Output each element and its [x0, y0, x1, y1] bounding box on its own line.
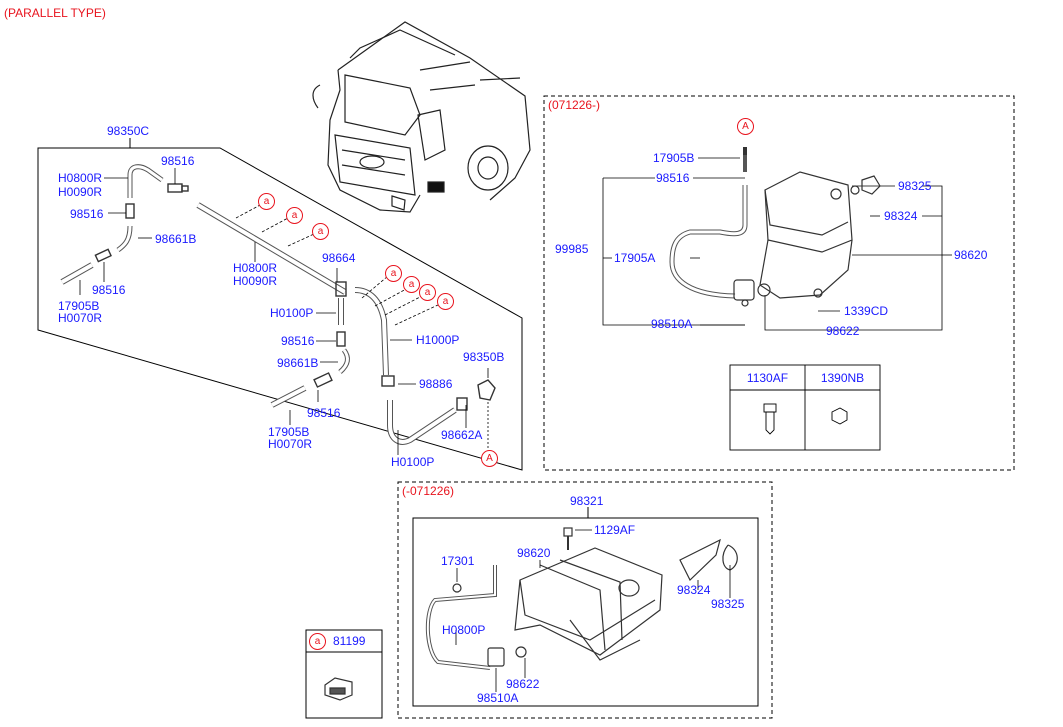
- page-title: (PARALLEL TYPE): [4, 6, 106, 20]
- part-label: H0090R: [58, 185, 103, 199]
- part-label: 98321: [570, 494, 604, 508]
- part-label: 98516: [92, 283, 126, 297]
- period-label: (071226-): [548, 98, 601, 112]
- part-label: 98622: [826, 324, 860, 338]
- part-label: 17301: [441, 554, 475, 568]
- part-label: H0090R: [233, 274, 278, 288]
- part-label: 98325: [898, 179, 932, 193]
- part-label: H0800P: [442, 623, 486, 637]
- bus-illustration: [312, 21, 531, 213]
- part-label: 17905B: [58, 299, 100, 313]
- fastener-table: [729, 364, 881, 451]
- part-label: 98516: [656, 171, 690, 185]
- callout-marker: a: [312, 223, 329, 240]
- callout-marker: a: [403, 276, 420, 293]
- table-header: 1130AF: [746, 371, 789, 385]
- clip-frame: [305, 629, 383, 719]
- bottom-leaders: [455, 529, 731, 692]
- part-label: 98350B: [463, 350, 505, 364]
- part-label: 98516: [70, 207, 104, 221]
- part-label-left-ref: 98350C: [107, 124, 150, 138]
- part-label: 98661B: [277, 356, 319, 370]
- part-label: H0100P: [391, 455, 435, 469]
- part-label: H1000P: [416, 333, 460, 347]
- callout-marker: a: [258, 193, 275, 210]
- part-label: 98661B: [155, 232, 197, 246]
- callout-marker: A: [481, 450, 498, 467]
- part-label: H0070R: [58, 311, 103, 325]
- part-label: 1339CD: [844, 304, 889, 318]
- part-label: 98516: [161, 154, 195, 168]
- part-label: 98620: [954, 248, 988, 262]
- part-label: 98620: [517, 546, 551, 560]
- reservoir-new: [669, 147, 881, 307]
- part-label: 98664: [322, 251, 356, 265]
- right-group-lines: [602, 157, 952, 331]
- part-label: H0800R: [58, 171, 103, 185]
- period-label: (-071226): [402, 484, 455, 498]
- part-label: 98324: [677, 583, 711, 597]
- reservoir-old: [425, 527, 738, 670]
- part-label: 98516: [307, 406, 341, 420]
- part-label: H0100P: [270, 306, 314, 320]
- table-header: 1390NB: [820, 371, 865, 385]
- part-label: 17905A: [614, 251, 656, 265]
- part-label: 98510A: [477, 691, 519, 705]
- callout-marker: a: [309, 633, 326, 650]
- right-group-frame: [543, 95, 1015, 471]
- part-label: 98516: [281, 334, 315, 348]
- part-label: 17905B: [268, 425, 310, 439]
- left-leaders: [79, 168, 489, 455]
- part-label: H0800R: [233, 261, 278, 275]
- part-label: H0070R: [268, 437, 313, 451]
- part-label: 98510A: [651, 317, 693, 331]
- part-label: 1129AF: [594, 523, 636, 537]
- callout-marker: A: [737, 118, 754, 135]
- callout-marker: a: [385, 265, 402, 282]
- callout-marker: a: [286, 207, 303, 224]
- part-label: 99985: [555, 242, 589, 256]
- part-label: 17905B: [653, 151, 695, 165]
- part-label: 98886: [419, 377, 453, 391]
- part-label: 98324: [884, 209, 918, 223]
- left-group-frame: [37, 147, 523, 471]
- part-label: 98325: [711, 597, 745, 611]
- callout-marker: a: [437, 293, 454, 310]
- part-label: 98622: [506, 677, 540, 691]
- part-label: 81199: [333, 634, 366, 648]
- left-group-parts: [60, 164, 496, 445]
- callout-marker: a: [419, 284, 436, 301]
- bottom-group-frame: [397, 481, 773, 719]
- clip-part: [324, 677, 353, 701]
- part-label: 98662A: [441, 428, 483, 442]
